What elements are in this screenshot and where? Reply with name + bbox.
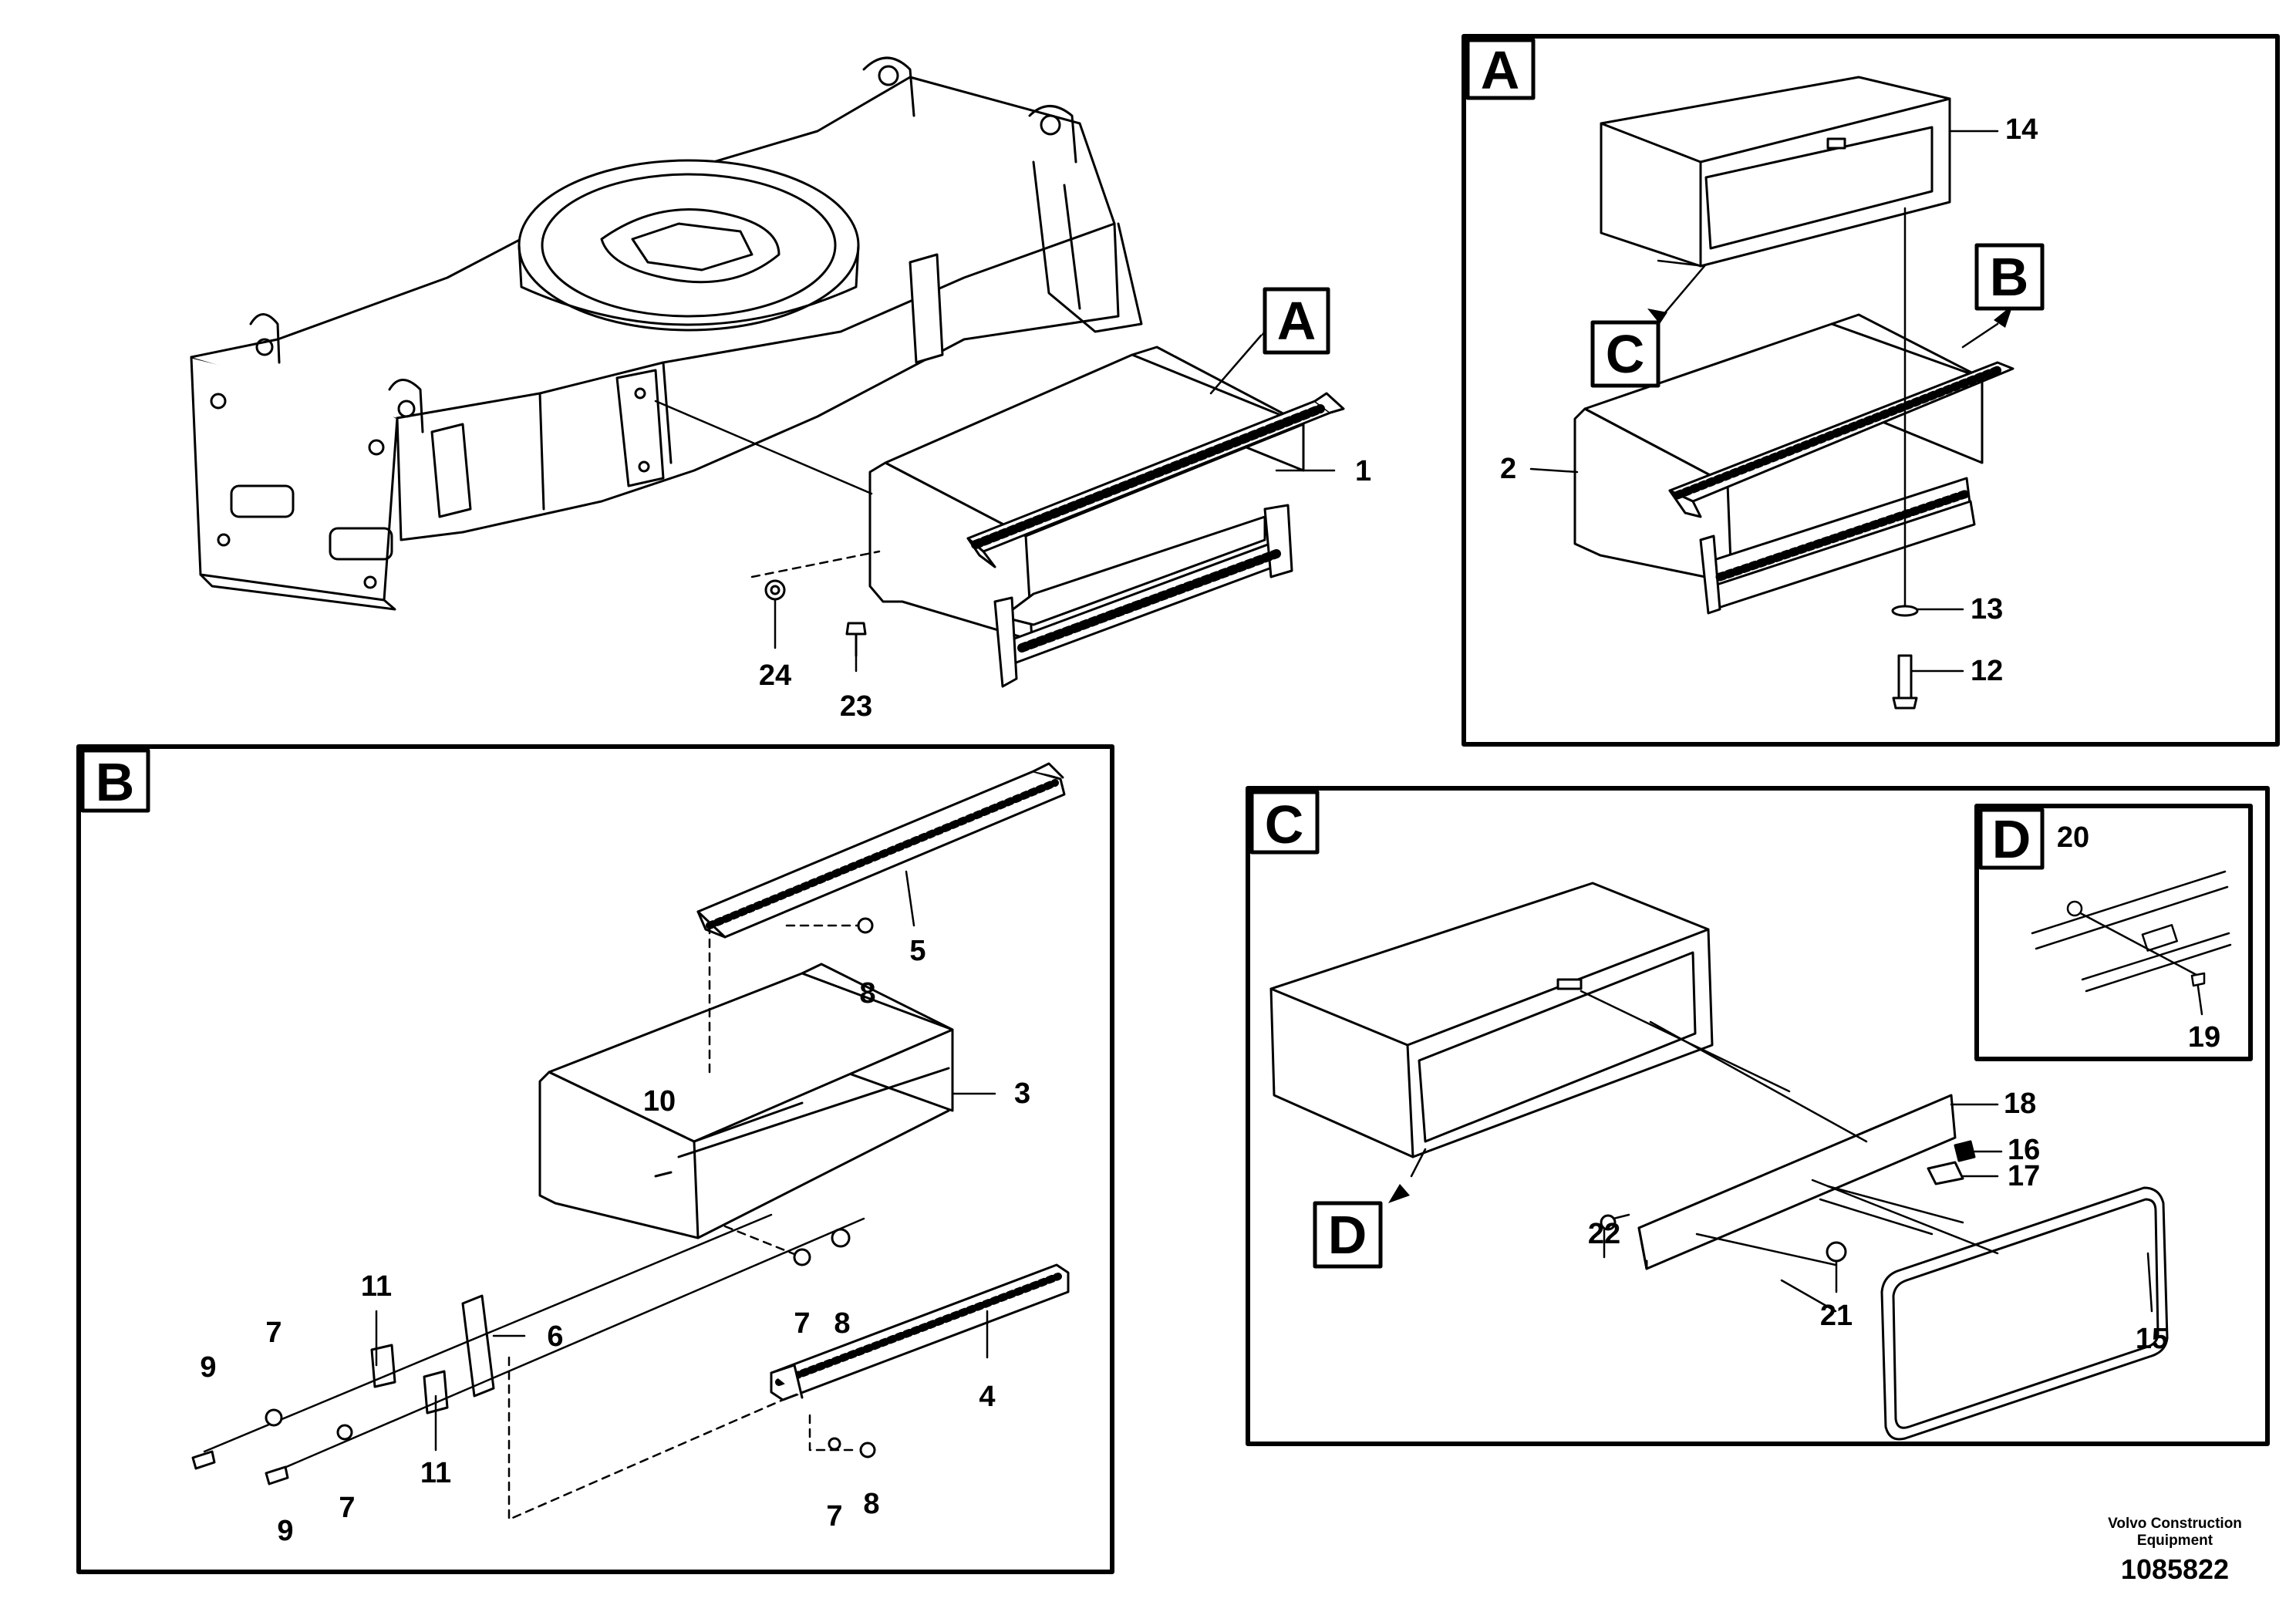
part-label-19: 19: [2188, 1021, 2220, 1054]
part-label-1: 1: [1355, 455, 1371, 487]
arrow-C: [1647, 309, 1667, 324]
part-label-7b: 7: [794, 1307, 810, 1340]
callout-A: A: [1263, 287, 1330, 355]
part-label-23: 23: [840, 690, 872, 723]
svg-text:C: C: [1265, 794, 1304, 855]
part-label-7: 7: [265, 1317, 282, 1349]
part-label-10: 10: [643, 1085, 676, 1118]
panel-D: D: [1974, 804, 2253, 1061]
part-label-8b: 8: [834, 1307, 850, 1340]
svg-text:A: A: [1277, 291, 1317, 351]
part-label-18: 18: [2004, 1088, 2036, 1120]
lower-tread-B: [770, 1263, 1070, 1401]
part-label-6: 6: [547, 1320, 563, 1353]
leaders-B: [203, 870, 996, 1521]
toolbox-C: [1269, 882, 1714, 1158]
callout-B: B: [1974, 243, 2045, 311]
part-label-13: 13: [1971, 593, 2003, 626]
panel-A: A: [1462, 34, 2280, 747]
lid-C: [1637, 1094, 1957, 1270]
callout-C: C: [1590, 320, 1660, 388]
step-assembly-main: [868, 346, 1345, 688]
tread-teeth-A: [1673, 364, 2006, 582]
svg-text:D: D: [1328, 1205, 1367, 1265]
part-label-17: 17: [2008, 1160, 2040, 1192]
upper-tread-B: [696, 762, 1066, 939]
part-label-22: 22: [1588, 1218, 1620, 1250]
svg-text:B: B: [96, 752, 135, 812]
leader-B: [1961, 322, 1999, 349]
part-label-20: 20: [2057, 821, 2089, 854]
part-label-14: 14: [2005, 113, 2038, 146]
part-label-4: 4: [979, 1381, 995, 1413]
panel-B: B: [76, 744, 1114, 1574]
part-label-21: 21: [1820, 1300, 1853, 1332]
gasket-C: [1880, 1186, 2169, 1441]
hardware-B: [191, 917, 876, 1485]
part-label-24: 24: [759, 659, 791, 692]
part-label-3: 3: [1014, 1077, 1030, 1110]
callout-D: D: [1313, 1201, 1383, 1269]
panel-C: C: [1246, 786, 2270, 1446]
hardware-C: [1600, 1140, 1976, 1263]
svg-text:B: B: [1990, 247, 2029, 307]
svg-text:A: A: [1481, 40, 1520, 100]
step-frame-B: [538, 963, 954, 1239]
part-label-2: 2: [1500, 453, 1516, 485]
part-label-7c: 7: [339, 1492, 355, 1524]
arrow-D: [1388, 1184, 1410, 1203]
leaders-C: [1410, 990, 2153, 1313]
part-label-12: 12: [1971, 655, 2003, 687]
hinge-detail-D: [2031, 870, 2232, 1016]
part-label-15: 15: [2136, 1323, 2168, 1355]
hardware-A: [1891, 605, 1919, 710]
part-label-5: 5: [909, 935, 925, 967]
company-name-line1: Volvo Construction: [2108, 1516, 2242, 1532]
drawing-number: 1085822: [2120, 1553, 2230, 1585]
part-label-9b: 9: [277, 1515, 293, 1547]
part-label-16: 16: [2008, 1134, 2040, 1166]
footer-block: Volvo Construction Equipment 1085822: [2086, 1516, 2264, 1587]
toolbox-A: [1600, 76, 1951, 268]
machine-frame: [190, 56, 1143, 611]
hardware-main: [764, 579, 867, 657]
company-name-line2: Equipment: [2136, 1533, 2213, 1549]
tread-teeth-main: [971, 404, 1325, 653]
svg-text:C: C: [1606, 324, 1645, 384]
part-label-8c: 8: [863, 1488, 879, 1520]
bracket-B: [370, 1294, 495, 1415]
part-label-7d: 7: [826, 1500, 842, 1533]
svg-text:D: D: [1992, 809, 2031, 869]
part-labels: 1 24 23 14 2 13 12 5 8 3 10 11 6 7 9 7 8…: [200, 113, 2220, 1547]
part-label-11: 11: [361, 1270, 392, 1303]
part-label-8: 8: [859, 977, 875, 1010]
part-label-11b: 11: [420, 1457, 451, 1489]
leader-C: [1660, 265, 1706, 318]
part-label-9: 9: [200, 1351, 216, 1384]
